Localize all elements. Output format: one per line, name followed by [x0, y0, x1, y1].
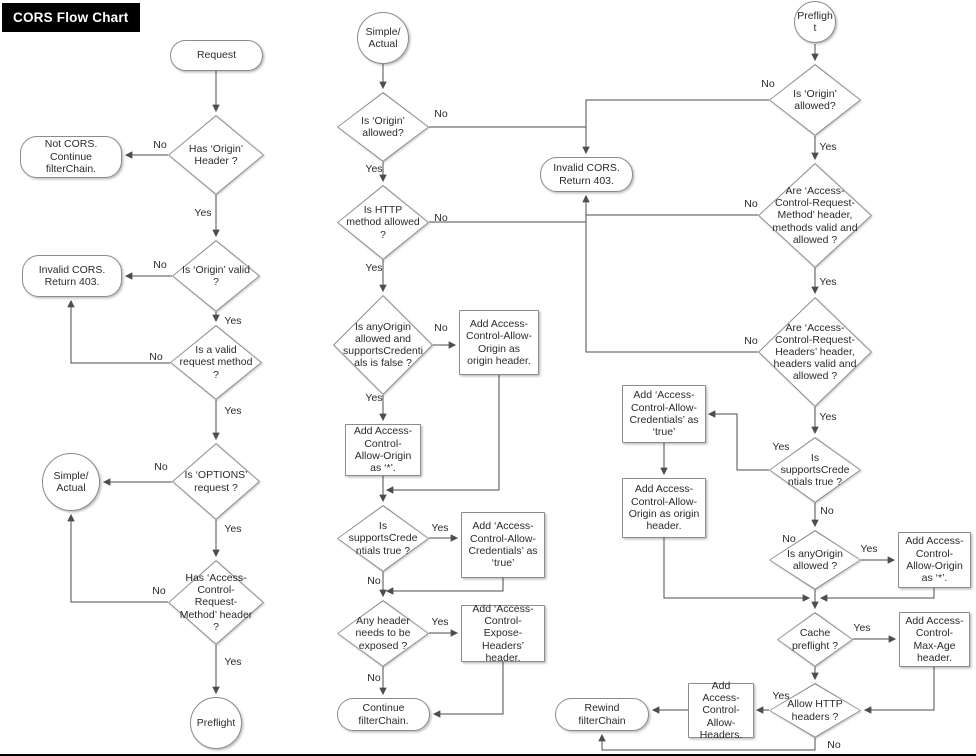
connector-simple-actual-left: Simple/ Actual: [42, 453, 100, 511]
edge-label-no: No: [434, 322, 448, 334]
terminator-request: Request: [170, 40, 263, 71]
decision-anyorigin-supportscred-false: Is anyOrigin allowed and supportsCredent…: [333, 295, 433, 395]
decision-acrh-valid: Are ‘Access-Control-Request-Headers’ hea…: [758, 297, 872, 407]
connector-simple-actual-mid: Simple/ Actual: [357, 12, 409, 64]
decision-is-origin-allowed-right: Is ‘Origin’ allowed?: [769, 64, 861, 136]
edge-label-no: No: [434, 108, 448, 120]
terminator-rewind-filterchain: Rewind filterChain: [555, 698, 649, 731]
edge-label-yes: Yes: [365, 163, 383, 175]
decision-supportscred-true-right: Is supportsCredentials true ?: [769, 437, 861, 503]
edge-label-yes: Yes: [224, 405, 242, 417]
terminator-continue-filterchain: Continue filterChain.: [337, 698, 430, 731]
decision-has-acrm-header: Has ‘Access-Control-Request-Method’ head…: [168, 560, 264, 645]
edge-label-no: No: [367, 672, 381, 684]
decision-label: Is anyOrigin allowed and supportsCredent…: [343, 320, 423, 370]
edge-label-no: No: [152, 585, 166, 597]
decision-label: Are ‘Access-Control-Request-Method’ head…: [772, 185, 858, 246]
decision-label: Are ‘Access-Control-Request-Headers’ hea…: [773, 321, 857, 383]
edge-label-yes: Yes: [819, 411, 837, 423]
terminator-invalid-cors-left: Invalid CORS. Return 403.: [22, 255, 122, 297]
edge-label-no: No: [149, 351, 163, 363]
edge-label-yes: Yes: [772, 690, 790, 702]
edge-label-no: No: [434, 212, 448, 224]
edge-label-yes: Yes: [431, 616, 449, 628]
process-add-acao-origin-mid: Add Access-Control-Allow-Origin as origi…: [459, 310, 539, 375]
edge-label-yes: Yes: [365, 262, 383, 274]
edge-label-yes: Yes: [772, 441, 790, 453]
decision-label: Is HTTP method allowed ?: [346, 204, 420, 241]
process-add-aceh: Add ‘Access-Control-Expose-Headers’ head…: [461, 603, 545, 664]
decision-label: Allow HTTP headers ?: [787, 698, 843, 723]
process-add-acac-true-mid: Add ‘Access-Control-Allow-Credentials’ a…: [461, 512, 545, 578]
decision-label: Is ‘Origin’ allowed?: [793, 87, 837, 112]
page-title: CORS Flow Chart: [2, 3, 140, 32]
edge-label-no: No: [827, 739, 841, 751]
edge-label-no: No: [820, 505, 834, 517]
edge-label-no: No: [744, 198, 758, 210]
decision-label: Is ‘Origin’ valid ?: [182, 263, 250, 288]
decision-any-header-exposed: Any header needs to be exposed ?: [337, 600, 429, 667]
decision-allow-http-headers: Allow HTTP headers ?: [769, 683, 861, 738]
decision-is-origin-valid: Is ‘Origin’ valid ?: [172, 240, 260, 312]
edge-label-no: No: [153, 139, 167, 151]
decision-label: Is a valid request method ?: [179, 344, 253, 381]
decision-label: Has ‘Access-Control-Request-Method’ head…: [179, 572, 253, 633]
edge-label-no: No: [367, 575, 381, 587]
decision-label: Has ‘Origin’ Header ?: [188, 142, 244, 167]
decision-is-http-method-allowed: Is HTTP method allowed ?: [337, 185, 429, 260]
decision-acrm-valid: Are ‘Access-Control-Request-Method’ head…: [758, 163, 872, 268]
edge-label-yes: Yes: [819, 276, 837, 288]
decision-has-origin-header: Has ‘Origin’ Header ?: [168, 115, 264, 195]
decision-valid-request-method: Is a valid request method ?: [170, 325, 262, 400]
edge-label-no: No: [154, 461, 168, 473]
edge-label-yes: Yes: [860, 543, 878, 555]
edge-label-yes: Yes: [224, 523, 242, 535]
edge-label-yes: Yes: [194, 207, 212, 219]
decision-label: Is ‘Origin’ allowed?: [361, 114, 405, 139]
decision-label: Is ‘OPTIONS’ request ?: [184, 469, 248, 494]
edge-label-no: No: [153, 259, 167, 271]
edge-label-yes: Yes: [819, 141, 837, 153]
edge-label-yes: Yes: [853, 622, 871, 634]
process-add-acao-star-mid: Add Access-Control-Allow-Origin as ‘*’.: [345, 424, 421, 476]
process-add-acao-origin-right: Add Access-Control-Allow-Origin as origi…: [622, 478, 706, 538]
edge-label-yes: Yes: [224, 315, 242, 327]
edge-label-no: No: [761, 78, 775, 90]
edge-label-no: No: [744, 335, 758, 347]
decision-label: Is supportsCredentials true ?: [348, 520, 418, 557]
edge-label-yes: Yes: [365, 392, 383, 404]
decision-supportscred-true-mid: Is supportsCredentials true ?: [337, 505, 429, 572]
decision-label: Any header needs to be exposed ?: [355, 615, 411, 652]
decision-anyorigin-allowed: Is anyOrigin allowed ?: [769, 530, 861, 590]
decision-cache-preflight: Cache preflight ?: [777, 612, 853, 667]
connector-preflight-right: Preflight: [794, 1, 836, 43]
process-add-acac-true-right: Add ‘Access-Control-Allow-Credentials’ a…: [622, 385, 706, 443]
terminator-not-cors: Not CORS. Continue filterChain.: [20, 136, 122, 178]
decision-is-options-request: Is ‘OPTIONS’ request ?: [172, 443, 260, 520]
connector-preflight-left: Preflight: [190, 697, 242, 749]
process-add-acao-star-right: Add Access-Control-Allow-Origin as ‘*’.: [898, 532, 971, 588]
decision-label: Cache preflight ?: [791, 627, 839, 652]
decision-is-origin-allowed-mid: Is ‘Origin’ allowed?: [337, 92, 429, 162]
decision-label: Is supportsCredentials true ?: [780, 451, 850, 489]
edge-label-yes: Yes: [431, 522, 449, 534]
process-add-max-age: Add Access-Control-Max-Age header.: [899, 612, 970, 667]
terminator-invalid-cors-mid: Invalid CORS. Return 403.: [540, 157, 633, 192]
edge-label-no: No: [782, 533, 796, 545]
decision-label: Is anyOrigin allowed ?: [786, 547, 844, 572]
process-add-acah: Add Access-Control-Allow-Headers.: [688, 680, 754, 741]
edge-label-yes: Yes: [224, 656, 242, 668]
